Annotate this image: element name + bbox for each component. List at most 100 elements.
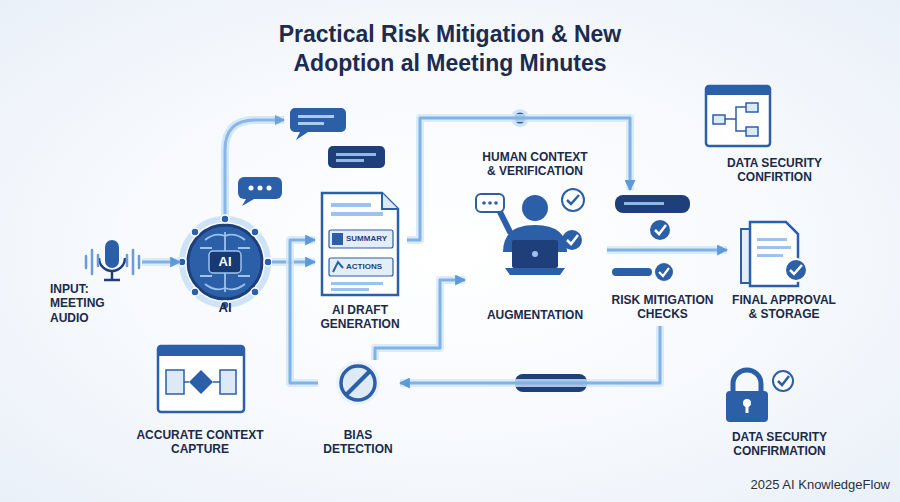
flow-node: HUMAN CONTEXT & VERIFICATION AUGMENTATION	[465, 145, 607, 327]
context-window-icon	[158, 346, 244, 412]
person-icon	[476, 189, 584, 275]
person-icon-part	[562, 230, 582, 250]
ai-brain-icon	[178, 215, 272, 309]
node-label: DATA SECURITY CONFIRMATION	[727, 430, 832, 459]
draft-document-icon-part	[331, 282, 383, 285]
chat-decor-part	[298, 122, 324, 125]
draft-document-icon-part	[322, 193, 398, 295]
node-label: AUGMENTATION	[465, 308, 605, 322]
microphone-icon-part-part	[97, 255, 100, 266]
ai-brain-icon-part	[178, 215, 272, 309]
connector-group	[607, 250, 727, 251]
flow-node: AI AI	[180, 215, 272, 330]
node-label: AI	[180, 300, 270, 316]
security-window-icon-part	[706, 86, 770, 95]
person-icon-part	[505, 268, 565, 275]
risk-check-icons-part	[650, 220, 670, 240]
node-label: AI	[180, 254, 270, 270]
microphone-icon-part	[105, 240, 119, 268]
connector-group	[290, 240, 318, 383]
context-window-icon-part	[166, 370, 184, 394]
lock-icon-part	[773, 371, 793, 391]
chat-decor-part	[296, 132, 308, 140]
node-label: SUMMARY	[346, 234, 402, 244]
bias-sign-icon	[336, 361, 380, 405]
node-label: RISK MITIGATION CHECKS	[605, 293, 720, 322]
approval-document-icon-part	[757, 246, 791, 249]
approval-document-icon-part	[757, 254, 783, 257]
flow-arrow	[607, 249, 727, 252]
risk-check-icons-part	[659, 268, 669, 276]
lock-icon	[726, 370, 793, 422]
microphone-icon-part-part	[138, 256, 141, 268]
ai-brain-icon-part-part	[251, 228, 259, 236]
flow-node: ACCURATE CONTEXT CAPTURE	[133, 340, 269, 461]
person-icon-part	[567, 195, 579, 204]
microphone-icon-part-part	[91, 250, 94, 274]
connector-group	[142, 262, 180, 263]
chat-decor-part	[267, 186, 272, 191]
flow-node: FINAL APPROVAL & STORAGE	[727, 215, 842, 326]
ai-brain-icon-part-part	[205, 235, 245, 240]
security-window-icon-part	[706, 86, 770, 146]
flow-node: DATA SECURITY CONFIRMATION	[722, 365, 837, 463]
risk-check-icons-part	[615, 195, 690, 213]
node-label: INPUT: MEETING AUDIO	[50, 282, 122, 325]
lock-icon-part	[726, 391, 768, 422]
bias-sign-icon-part	[341, 366, 375, 400]
bias-sign-icon-part	[336, 361, 380, 405]
flow-node: INPUT: MEETING AUDIO	[42, 232, 142, 332]
person-icon-part	[482, 201, 486, 205]
flow-arrow	[290, 240, 318, 383]
person-icon-part	[488, 201, 492, 205]
text-slot: INPUT: MEETING AUDIO	[50, 282, 122, 325]
text-slot: DATA SECURITY CONFIRMATION	[727, 430, 832, 459]
diagram-title: Practical Risk Mitigation & New Adoption…	[210, 20, 690, 78]
flow-node: BIAS DETECTION	[318, 360, 400, 461]
chat-decor-part	[249, 186, 254, 191]
microphone-icon-part-part	[132, 250, 135, 274]
draft-document-icon-part	[331, 203, 371, 207]
chat-decor-part	[225, 120, 284, 222]
risk-check-icons-part	[624, 202, 664, 205]
person-icon-part	[512, 240, 558, 268]
microphone-icon-part	[111, 271, 114, 280]
draft-document-icon	[322, 193, 398, 295]
security-window-icon-part	[746, 127, 758, 136]
approval-document-icon-part	[790, 265, 802, 274]
text-slot: HUMAN CONTEXT & VERIFICATION	[479, 150, 591, 179]
watermark-text: 2025 AI KnowledgeFlow	[660, 477, 890, 493]
chat-decor-part	[238, 177, 282, 199]
draft-document-icon-part	[382, 193, 398, 209]
node-label: DATA SECURITY CONFIRTION	[722, 156, 827, 185]
connector-glow	[290, 240, 318, 383]
text-slot: RISK MITIGATION CHECKS	[605, 293, 720, 322]
text-slot: AUGMENTATION	[465, 308, 605, 322]
draft-document-icon-part	[333, 262, 343, 272]
node-label: AI DRAFT GENERATION	[315, 303, 405, 332]
context-window-icon-part	[184, 381, 220, 383]
approval-document-icon-part	[757, 238, 787, 241]
lock-icon-part	[778, 376, 789, 385]
connector-glow	[142, 258, 180, 266]
microphone-icon-part-part	[126, 255, 129, 266]
microphone-icon-part	[99, 258, 125, 271]
chat-decor-part	[225, 120, 284, 222]
person-icon-part	[567, 235, 578, 244]
flow-arrow	[142, 261, 180, 264]
chat-decor-part	[336, 153, 376, 156]
person-icon-part	[532, 251, 538, 257]
person-icon-part	[476, 194, 504, 212]
ai-brain-icon-part-part	[251, 288, 259, 296]
microphone-icon	[86, 240, 139, 280]
chat-decor-part	[336, 159, 364, 162]
risk-check-icons-part	[612, 268, 652, 276]
text-slot: FINAL APPROVAL & STORAGE	[729, 293, 839, 322]
security-window-icon-part	[746, 103, 758, 112]
microphone-icon-part-part	[85, 256, 88, 268]
ai-brain-icon-part-part	[191, 288, 199, 296]
lock-icon-part	[733, 370, 761, 392]
ai-brain-icon-part-part	[191, 228, 199, 236]
security-window-icon-part	[713, 115, 725, 124]
